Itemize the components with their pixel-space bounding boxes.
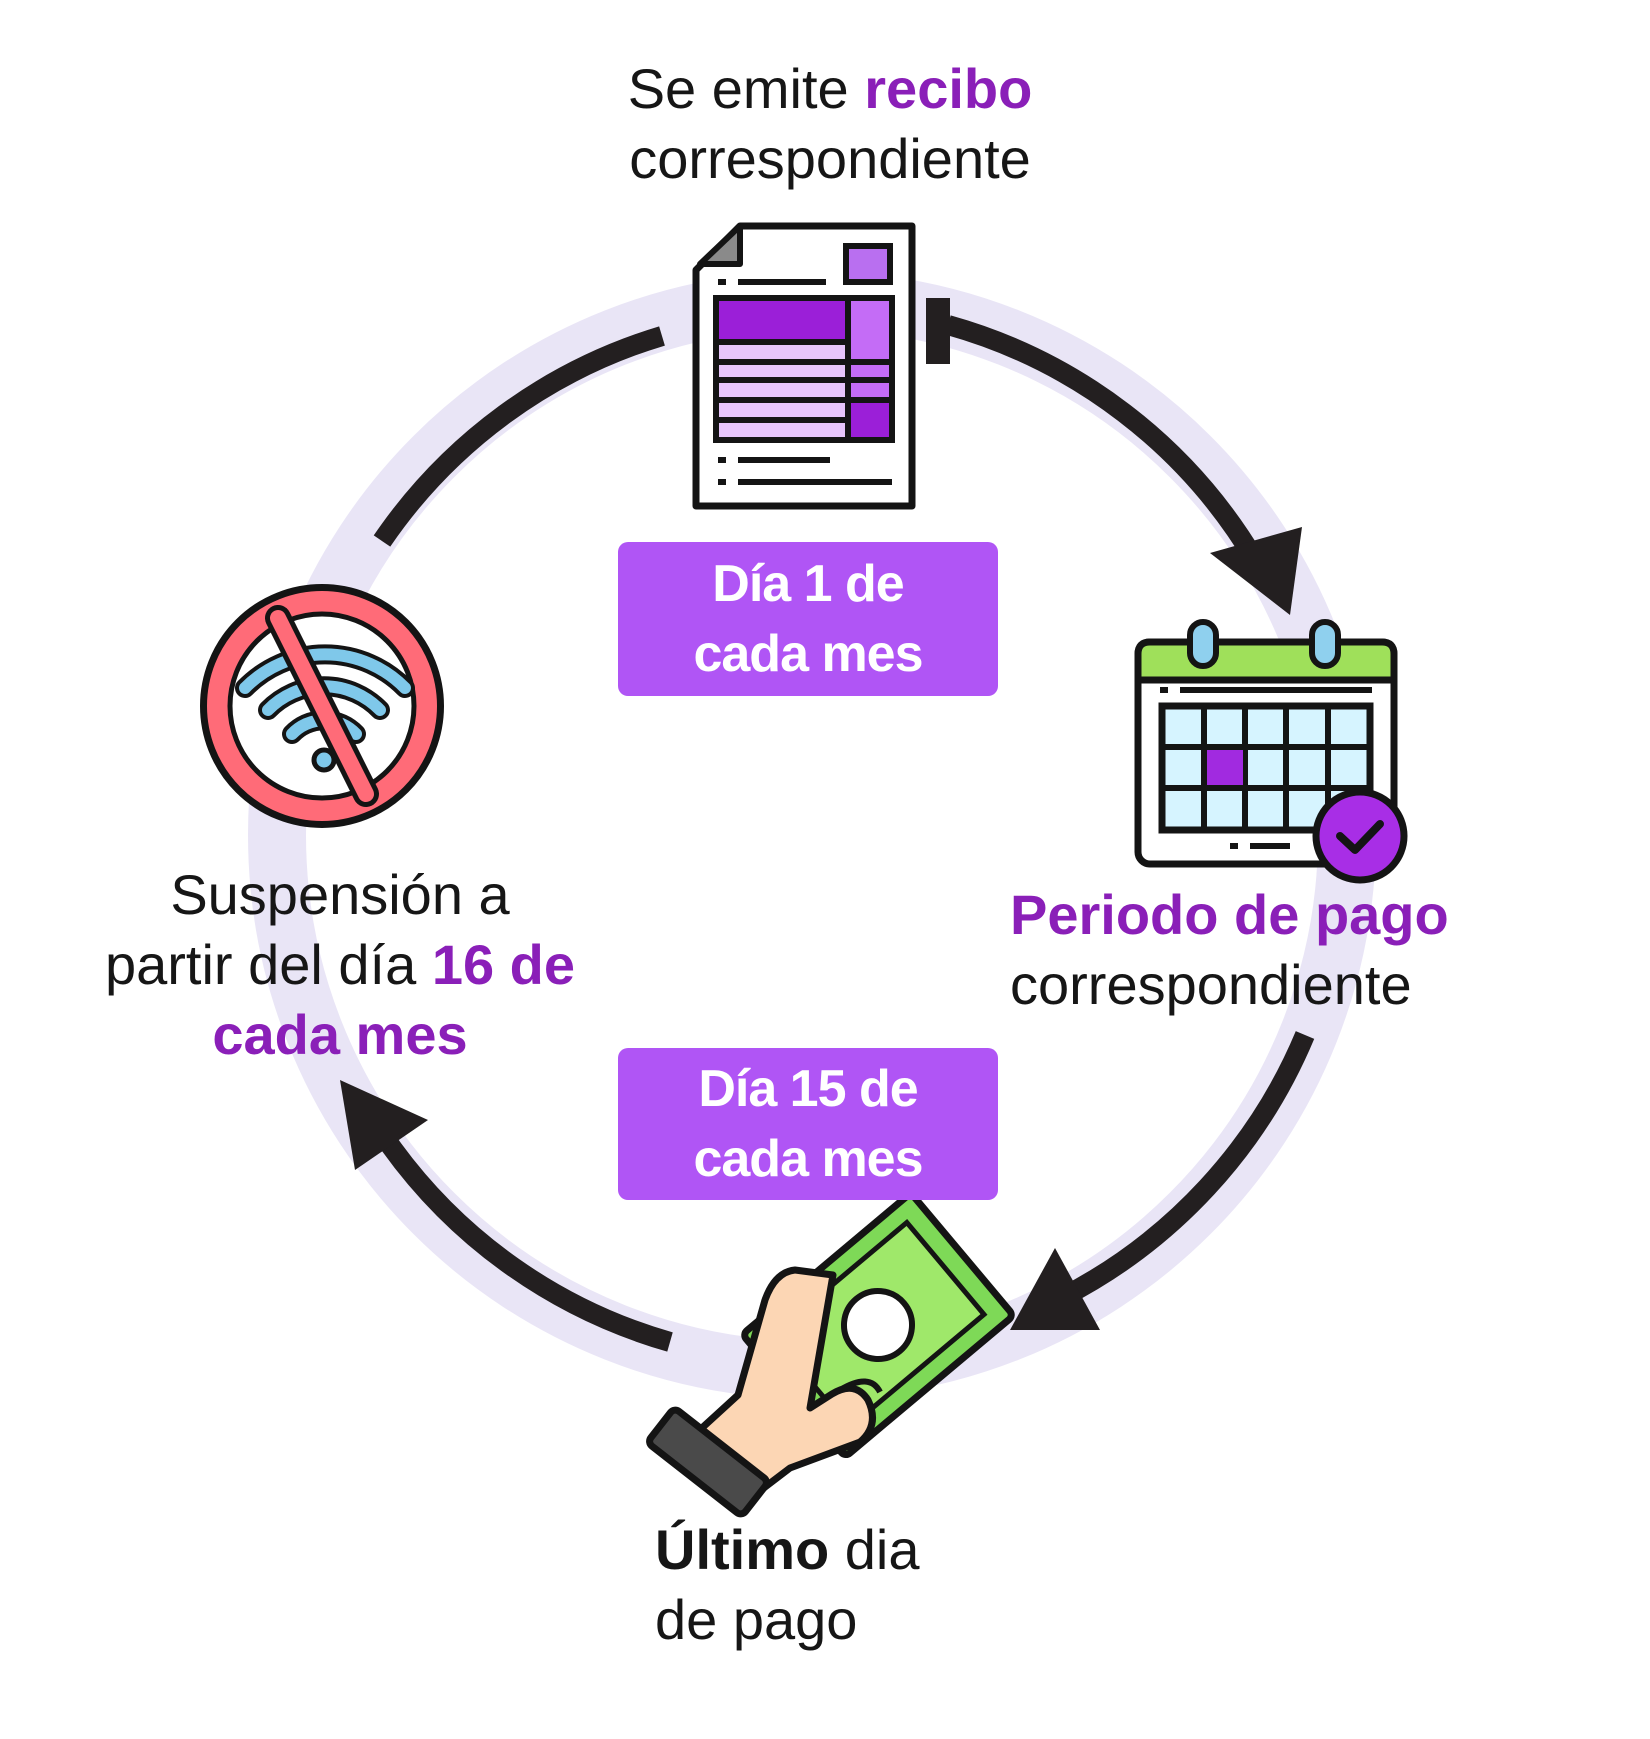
right-label: Periodo de pago correspondiente: [1010, 880, 1500, 1020]
day-1-box: Día 1 de cada mes: [618, 542, 998, 696]
arrow-top-to-right: [926, 298, 1302, 615]
arrow-right-to-bottom: [1010, 1031, 1315, 1330]
right-label-highlight: Periodo de pago: [1010, 883, 1449, 946]
no-wifi-icon: [200, 584, 444, 828]
left-label-line1: Suspensión a: [170, 863, 510, 926]
left-label-line2-highlight: 16 de: [431, 933, 576, 996]
bottom-label: Último dia de pago: [655, 1515, 995, 1655]
arrow-left-to-top: [373, 326, 665, 547]
left-label-line2-prefix: partir del día: [104, 933, 417, 996]
hand-money-icon: [646, 1191, 1015, 1518]
day-15-box-line2: cada mes: [693, 1130, 923, 1188]
left-label-line3: cada mes: [212, 1003, 468, 1066]
bottom-label-line2: de pago: [655, 1588, 858, 1651]
top-label-highlight: recibo: [864, 57, 1033, 120]
top-label-line2: correspondiente: [629, 127, 1031, 190]
left-label: Suspensión a partir del día 16 de cada m…: [60, 860, 620, 1070]
receipt-icon: [692, 222, 916, 510]
top-label: Se emite recibo correspondiente: [570, 54, 1090, 194]
day-1-box-line1: Día 1 de: [712, 555, 904, 613]
right-label-line2: correspondiente: [1010, 953, 1412, 1016]
day-1-box-line2: cada mes: [693, 625, 923, 683]
calendar-check-icon: [1134, 619, 1408, 884]
top-label-prefix: Se emite: [627, 57, 849, 120]
arrow-bottom-to-left: [340, 1080, 673, 1352]
day-15-box-line1: Día 15 de: [698, 1060, 918, 1118]
bottom-label-bold: Último: [655, 1518, 830, 1581]
day-15-box: Día 15 de cada mes: [618, 1048, 998, 1200]
bottom-label-rest: dia: [844, 1518, 920, 1581]
